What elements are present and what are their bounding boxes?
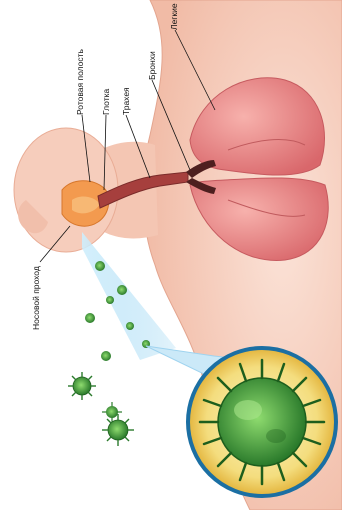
label-bronchi: Бронхи: [148, 51, 157, 80]
label-pharynx: Глотка: [102, 89, 111, 115]
label-trachea: Трахея: [122, 87, 131, 115]
label-oral-cavity: Ротовая полость: [76, 49, 85, 115]
label-lungs: Легкие: [170, 3, 179, 30]
germ-spiky: [102, 414, 134, 446]
label-nasal-passage: Носовой проход: [32, 266, 41, 330]
germ-spiky: [68, 372, 96, 400]
germ-spiky: [102, 402, 122, 422]
magnified-virus: [188, 348, 336, 496]
